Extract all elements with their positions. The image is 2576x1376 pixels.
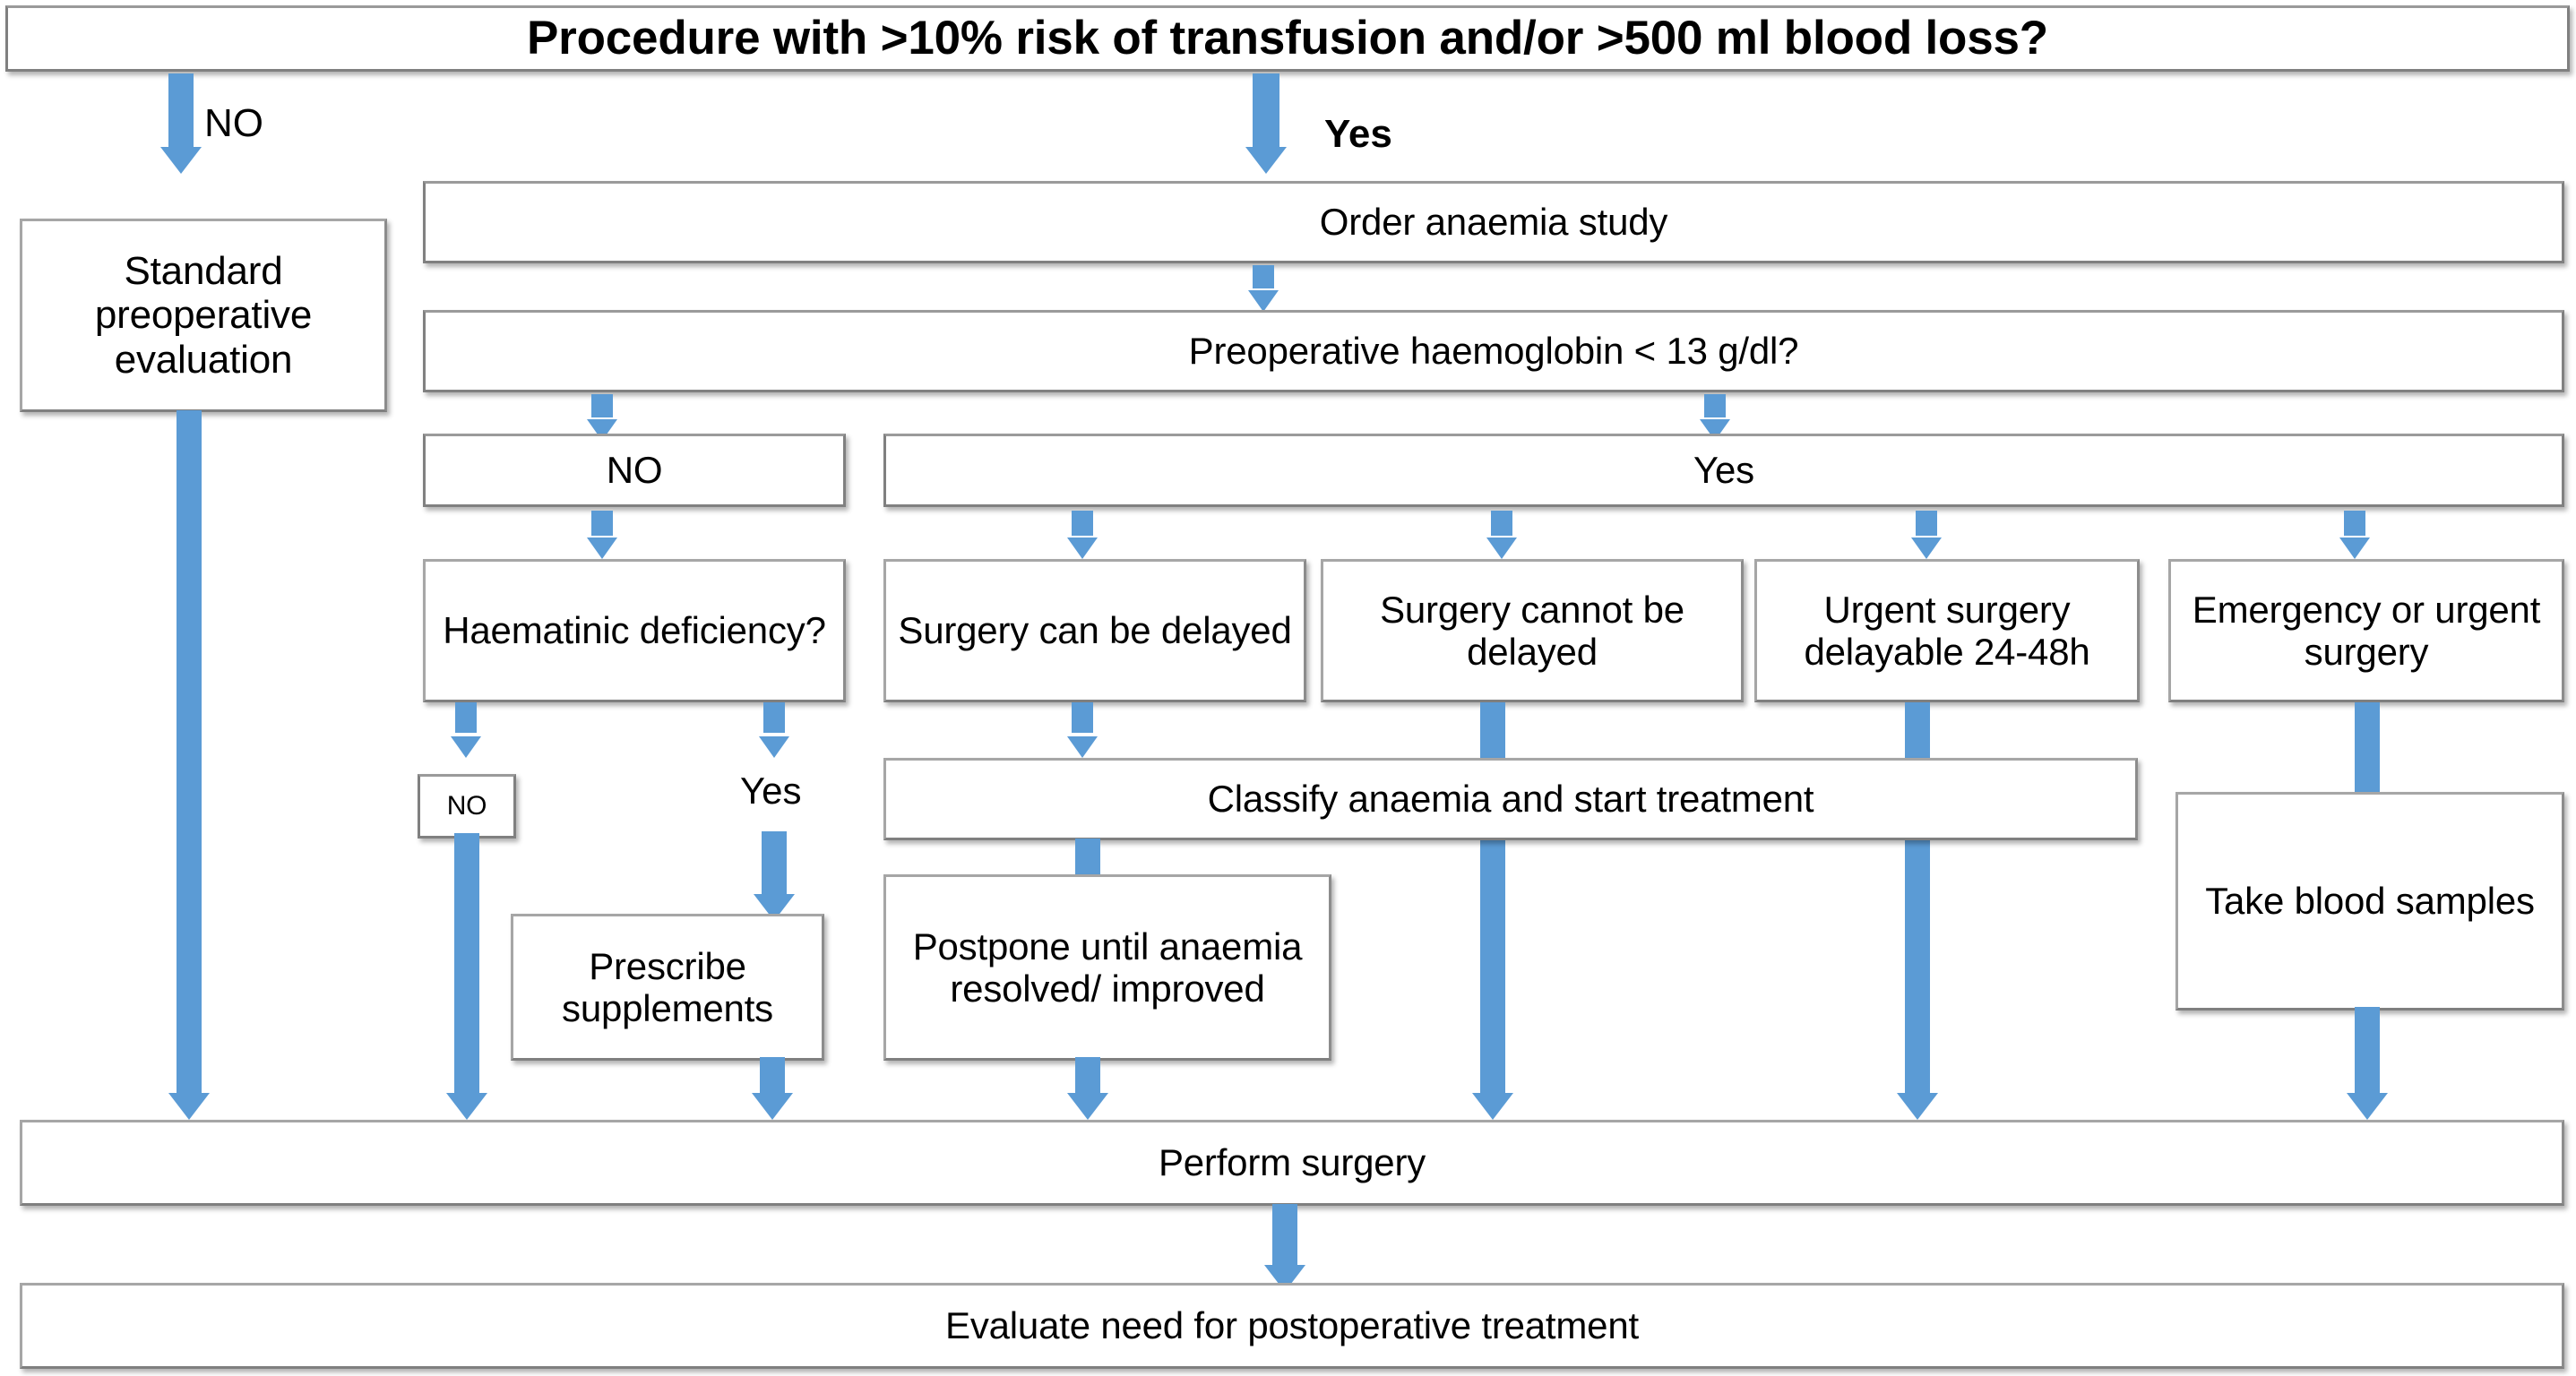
node-surgery-cannot-be-delayed-label: Surgery cannot be delayed <box>1380 588 1684 673</box>
arrow-perform-surgery-to-evaluate <box>1258 1204 1312 1292</box>
node-classify[interactable]: Classify anaemia and start treatment <box>883 758 2138 840</box>
node-haematinic[interactable]: Haematinic deficiency? <box>423 559 846 702</box>
arrow-haematinic-to-no <box>444 702 487 758</box>
arrow-urgent-delayable-to-perform-surgery <box>1891 1066 1944 1120</box>
connector-emergency-urgent-to-take-blood <box>2355 702 2380 792</box>
connector-standard-eval-to-perform-surgery <box>177 410 202 1082</box>
arrow-surgery-can-be-delayed-to-classify <box>1061 702 1104 758</box>
node-haematinic-no[interactable]: NO <box>418 774 516 838</box>
node-order-study-label: Order anaemia study <box>1319 201 1668 244</box>
arrow-hb-yes-to-urgent-delayable <box>1905 511 1948 559</box>
arrow-start-to-order-study <box>1239 73 1293 174</box>
node-perform-surgery-label: Perform surgery <box>1158 1141 1426 1184</box>
node-haematinic-no-label: NO <box>446 791 487 821</box>
node-emergency-urgent[interactable]: Emergency or urgent surgery <box>2168 559 2564 702</box>
edge-label-haematinic-yes: Yes <box>740 770 802 812</box>
arrow-haematinic-yes-to-prescribe <box>747 831 801 921</box>
node-order-study[interactable]: Order anaemia study <box>423 181 2564 263</box>
arrow-haematinic-to-yes <box>753 702 796 758</box>
node-urgent-delayable-label: Urgent surgery delayable 24-48h <box>1804 588 2090 673</box>
node-preop-hb-label: Preoperative haemoglobin < 13 g/dl? <box>1188 330 1799 373</box>
arrow-standard-eval-to-perform-surgery <box>162 1066 216 1120</box>
node-take-blood[interactable]: Take blood samples <box>2175 792 2564 1010</box>
node-evaluate-postop[interactable]: Evaluate need for postoperative treatmen… <box>20 1283 2564 1369</box>
node-hb-no[interactable]: NO <box>423 434 846 507</box>
arrow-prescribe-to-perform-surgery <box>745 1066 799 1120</box>
connector-haematinic-no-to-perform-surgery <box>454 833 479 1084</box>
node-surgery-can-be-delayed-label: Surgery can be delayed <box>898 609 1292 652</box>
node-haematinic-label: Haematinic deficiency? <box>443 609 826 652</box>
node-postpone-label: Postpone until anaemia resolved/ improve… <box>912 924 1303 1010</box>
arrow-postpone-to-perform-surgery <box>1061 1066 1115 1120</box>
node-start[interactable]: Procedure with >10% risk of transfusion … <box>5 5 2570 72</box>
node-preop-hb[interactable]: Preoperative haemoglobin < 13 g/dl? <box>423 310 2564 392</box>
edge-label-start-no: NO <box>204 101 263 145</box>
node-classify-label: Classify anaemia and start treatment <box>1207 778 1814 821</box>
node-hb-yes-label: Yes <box>1693 449 1754 492</box>
node-surgery-cannot-be-delayed[interactable]: Surgery cannot be delayed <box>1321 559 1744 702</box>
arrow-take-blood-to-perform-surgery <box>2340 1066 2394 1120</box>
node-surgery-can-be-delayed[interactable]: Surgery can be delayed <box>883 559 1306 702</box>
arrow-hb-no-to-haematinic <box>581 511 624 559</box>
node-urgent-delayable[interactable]: Urgent surgery delayable 24-48h <box>1754 559 2140 702</box>
arrow-haematinic-no-to-perform-surgery <box>440 1066 494 1120</box>
node-evaluate-postop-label: Evaluate need for postoperative treatmen… <box>945 1304 1639 1347</box>
node-emergency-urgent-label: Emergency or urgent surgery <box>2192 588 2541 673</box>
node-postpone[interactable]: Postpone until anaemia resolved/ improve… <box>883 874 1331 1061</box>
node-perform-surgery[interactable]: Perform surgery <box>20 1120 2564 1206</box>
arrow-hb-yes-to-surgery-cannot-be-delayed <box>1480 511 1523 559</box>
node-standard-eval[interactable]: Standard preoperative evaluation <box>20 219 387 412</box>
node-prescribe[interactable]: Prescribe supplements <box>511 914 824 1061</box>
node-standard-eval-label: Standard preoperative evaluation <box>94 249 313 382</box>
arrow-hb-yes-to-surgery-can-be-delayed <box>1061 511 1104 559</box>
node-start-label: Procedure with >10% risk of transfusion … <box>527 12 2048 65</box>
node-take-blood-label: Take blood samples <box>2205 880 2535 923</box>
arrow-hb-yes-to-emergency-urgent <box>2333 511 2376 559</box>
arrow-surgery-cannot-be-delayed-to-perform-surgery <box>1466 1066 1520 1120</box>
node-hb-yes[interactable]: Yes <box>883 434 2564 507</box>
edge-label-start-yes: Yes <box>1324 112 1392 156</box>
node-prescribe-label: Prescribe supplements <box>562 944 773 1029</box>
node-hb-no-label: NO <box>606 449 663 492</box>
arrow-start-to-standard-eval <box>154 73 208 174</box>
arrow-order-study-to-preop-hb <box>1242 265 1285 312</box>
